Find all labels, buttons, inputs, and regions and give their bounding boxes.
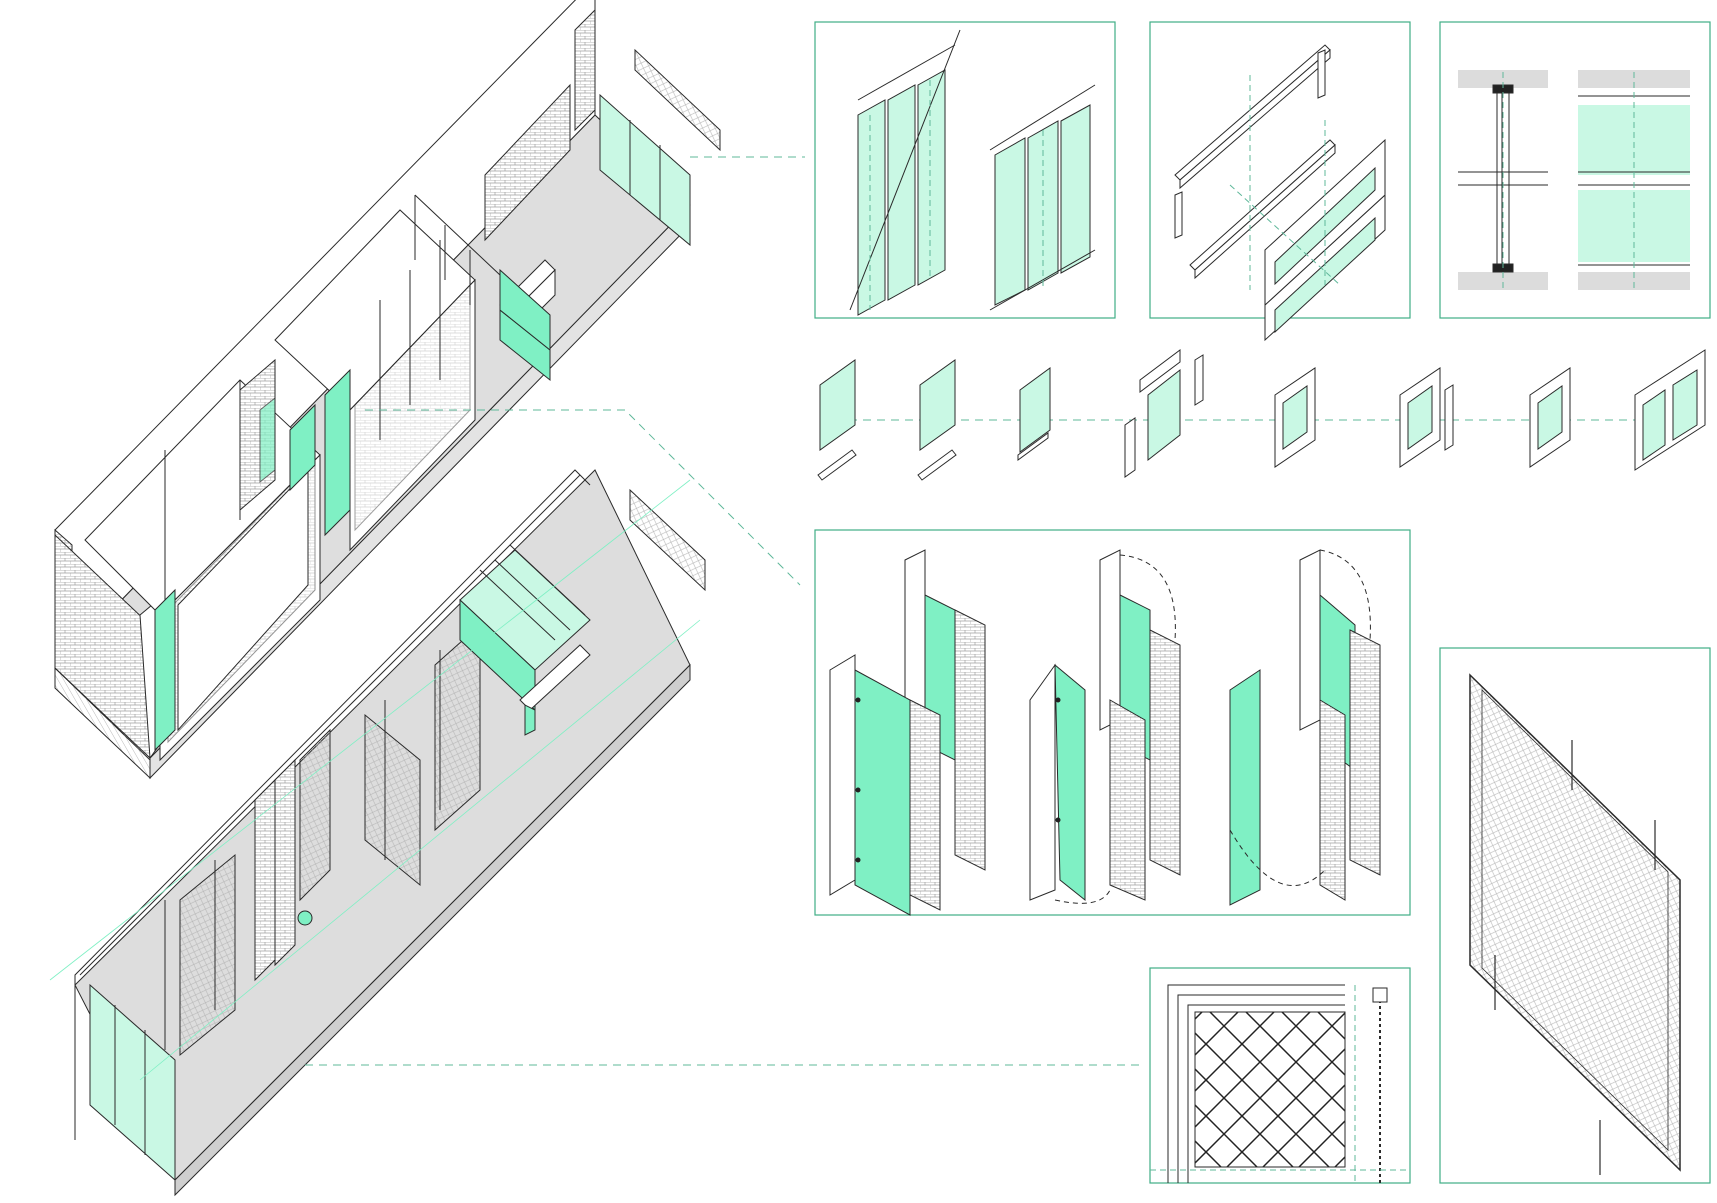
- dot-icon: [1055, 697, 1061, 703]
- panel-frame-exploded: [1149, 21, 1411, 342]
- step-4: [1147, 368, 1181, 462]
- square-icon: [1372, 987, 1388, 1003]
- brick-wall-right: [484, 83, 571, 242]
- panel-sliding-glass: [814, 21, 1116, 319]
- assembly-sequence: [817, 349, 1706, 481]
- step-3: [1019, 367, 1051, 453]
- step-1: [819, 359, 856, 451]
- dot-icon: [855, 857, 861, 863]
- upper-isometric-plan: [54, 0, 721, 780]
- step-2: [919, 359, 956, 451]
- mesh-panel-detached: [629, 488, 706, 592]
- green-door-2: [324, 368, 351, 537]
- lower-isometric-plan: [49, 469, 706, 1197]
- glazing-lower-left: [89, 983, 176, 1182]
- green-panel-2: [289, 403, 316, 492]
- panel-mesh-screen: [1439, 647, 1711, 1184]
- dot-icon: [855, 787, 861, 793]
- green-object: [297, 910, 313, 926]
- leader-lines: [305, 156, 1140, 1066]
- mesh-screen-1: [179, 853, 236, 1057]
- panel-folding-doors: [814, 529, 1411, 916]
- panel-mesh-detail: [1149, 967, 1411, 1184]
- dot-icon: [1055, 817, 1061, 823]
- panel-section-detail: [1439, 21, 1711, 319]
- mesh-screen-2: [364, 713, 421, 887]
- dot-icon: [855, 697, 861, 703]
- green-door-1: [154, 588, 176, 752]
